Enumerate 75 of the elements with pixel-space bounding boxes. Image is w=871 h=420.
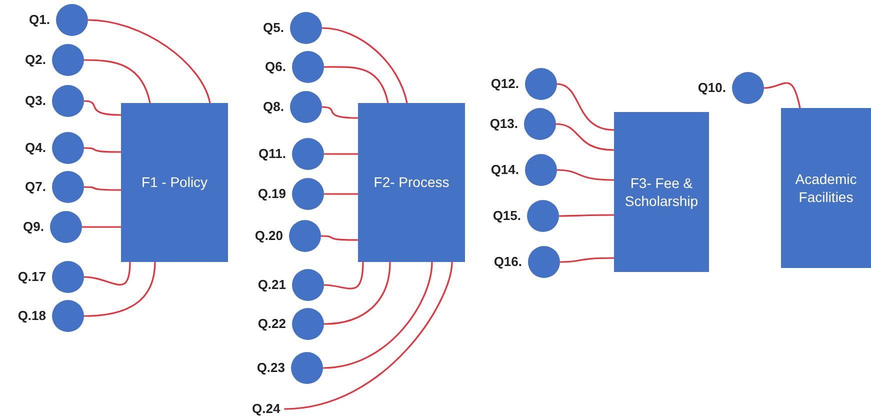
connector-line: [84, 59, 151, 104]
question-label: Q13.: [490, 116, 518, 132]
question-label: Q8.: [263, 99, 284, 115]
question-circle: [292, 51, 324, 83]
connector-line: [559, 214, 614, 217]
question-label: Q.22: [258, 316, 286, 332]
question-circle: [291, 352, 323, 384]
question-label: Q12.: [490, 76, 519, 92]
question-label: Q.24: [252, 401, 280, 417]
question-circle: [292, 138, 324, 170]
question-circle: [525, 68, 557, 100]
connector-line: [324, 153, 358, 155]
connector-line: [322, 106, 358, 119]
question-circle: [52, 171, 84, 203]
question-circle: [52, 85, 84, 117]
question-circle: [528, 246, 560, 278]
factor-box: Academic Facilities: [781, 108, 871, 268]
question-circle: [292, 308, 324, 340]
question-label: Q9.: [23, 219, 44, 235]
connector-line: [320, 235, 358, 241]
question-circle: [732, 72, 764, 104]
question-label: Q1.: [29, 12, 50, 28]
question-circle: [527, 200, 559, 232]
question-circle: [52, 44, 84, 76]
question-circle: [289, 220, 321, 252]
question-label: Q15.: [492, 208, 521, 224]
question-circle: [52, 300, 84, 332]
connector-line: [284, 262, 453, 410]
factor-box: F2- Process: [358, 103, 465, 262]
connector-line: [556, 123, 614, 151]
factor-box: F3- Fee & Scholarship: [614, 112, 709, 272]
question-label: Q.20: [254, 228, 283, 244]
question-label: Q.23: [256, 360, 285, 376]
question-label: Q.18: [18, 308, 46, 324]
factor-box: F1 - Policy: [121, 103, 228, 262]
question-circle: [524, 108, 556, 140]
question-label: Q16.: [494, 254, 522, 270]
connector-line: [322, 262, 433, 369]
connector-line: [84, 262, 131, 286]
connector-line: [88, 19, 211, 104]
question-circle: [290, 91, 322, 123]
connector-line: [560, 257, 614, 263]
question-circle: [56, 4, 88, 36]
connector-line: [324, 262, 364, 290]
question-circle: [52, 261, 84, 293]
question-circle: [525, 154, 557, 186]
question-label: Q5.: [263, 20, 284, 36]
question-label: Q.17: [18, 269, 46, 285]
connector-line: [84, 186, 121, 191]
question-label: Q11.: [258, 146, 286, 162]
question-circle: [292, 178, 324, 210]
question-circle: [292, 269, 324, 301]
question-label: Q.19: [258, 186, 286, 202]
connector-line: [764, 82, 801, 108]
question-label: Q3.: [25, 93, 46, 109]
question-label: Q14.: [490, 162, 519, 178]
question-label: Q7.: [25, 179, 46, 195]
connector-line: [84, 262, 156, 317]
question-circle: [52, 132, 84, 164]
question-circle: [290, 12, 322, 44]
connector-line: [324, 66, 389, 104]
question-circle: [50, 211, 82, 243]
question-label: Q2.: [25, 52, 46, 68]
connector-line: [324, 262, 391, 325]
question-label: Q10.: [698, 80, 726, 96]
connector-line: [322, 27, 408, 104]
connector-line: [84, 147, 121, 153]
connector-line: [556, 169, 614, 181]
connector-line: [324, 193, 358, 195]
connector-line: [84, 100, 122, 116]
question-label: Q.21: [258, 277, 286, 293]
connector-line: [556, 83, 614, 131]
question-label: Q4.: [25, 140, 46, 156]
question-label: Q6.: [265, 59, 286, 75]
connector-line: [82, 226, 121, 228]
